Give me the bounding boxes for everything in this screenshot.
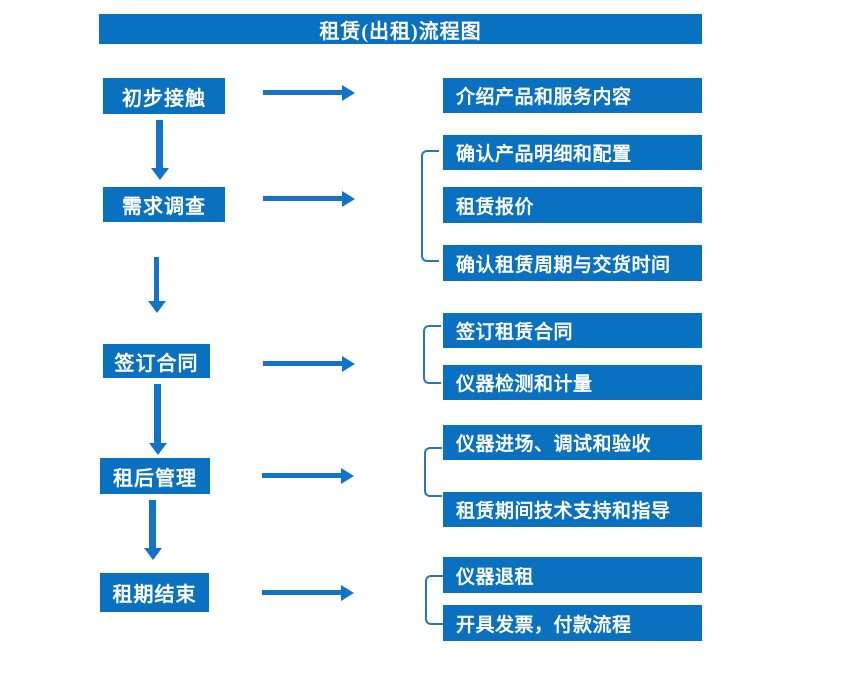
flowchart-title-label: 租赁(出租)流程图 — [319, 20, 482, 43]
step-post-rental-management: 租后管理 — [100, 458, 210, 494]
detail-label: 仪器检测和计量 — [456, 374, 593, 395]
detail-label: 仪器进场、调试和验收 — [456, 434, 652, 455]
step-label: 签订合同 — [114, 352, 199, 375]
arrow-right-icon — [263, 196, 342, 201]
detail-sign-rental-contract: 签订租赁合同 — [443, 313, 702, 348]
step-label: 需求调查 — [122, 196, 206, 218]
detail-label: 仪器退租 — [456, 566, 535, 588]
step-label: 租后管理 — [113, 467, 197, 490]
step-label: 初步接触 — [122, 87, 206, 110]
step-sign-contract: 签订合同 — [103, 344, 210, 378]
detail-label: 租赁期间技术支持和指导 — [456, 501, 671, 522]
detail-label: 确认产品明细和配置 — [456, 144, 632, 165]
detail-label: 介绍产品和服务内容 — [456, 87, 632, 108]
bracket-group-post-rental — [424, 447, 442, 497]
detail-introduce-products: 介绍产品和服务内容 — [443, 78, 702, 113]
detail-label: 签订租赁合同 — [456, 322, 574, 343]
detail-instrument-entry-acceptance: 仪器进场、调试和验收 — [443, 425, 702, 460]
detail-rental-quote: 租赁报价 — [443, 187, 702, 223]
bracket-group-lease-end — [425, 575, 443, 625]
arrow-down-icon — [149, 500, 156, 548]
detail-label: 租赁报价 — [456, 196, 535, 218]
bracket-group-demand-survey — [421, 150, 439, 262]
arrow-right-icon — [262, 473, 341, 478]
step-initial-contact: 初步接触 — [103, 78, 225, 114]
arrow-right-icon — [263, 90, 342, 95]
detail-invoice-payment: 开具发票，付款流程 — [443, 605, 702, 641]
detail-label: 确认租赁周期与交货时间 — [456, 254, 671, 276]
detail-instrument-return: 仪器退租 — [443, 557, 702, 593]
bracket-group-sign-contract — [423, 325, 441, 384]
step-demand-survey: 需求调查 — [103, 187, 225, 222]
arrow-down-icon — [156, 120, 163, 168]
detail-confirm-details-config: 确认产品明细和配置 — [443, 135, 702, 170]
arrow-right-icon — [263, 361, 342, 366]
flowchart-title: 租赁(出租)流程图 — [99, 14, 702, 44]
detail-instrument-test-measure: 仪器检测和计量 — [443, 365, 702, 400]
detail-label: 开具发票，付款流程 — [456, 614, 632, 636]
arrow-down-icon — [154, 384, 161, 443]
arrow-down-icon — [154, 257, 159, 301]
step-label: 租期结束 — [112, 584, 197, 606]
detail-rental-tech-support: 租赁期间技术支持和指导 — [443, 492, 702, 527]
arrow-right-icon — [262, 590, 341, 595]
step-lease-end: 租期结束 — [100, 573, 209, 612]
detail-confirm-period-delivery: 确认租赁周期与交货时间 — [443, 245, 702, 281]
